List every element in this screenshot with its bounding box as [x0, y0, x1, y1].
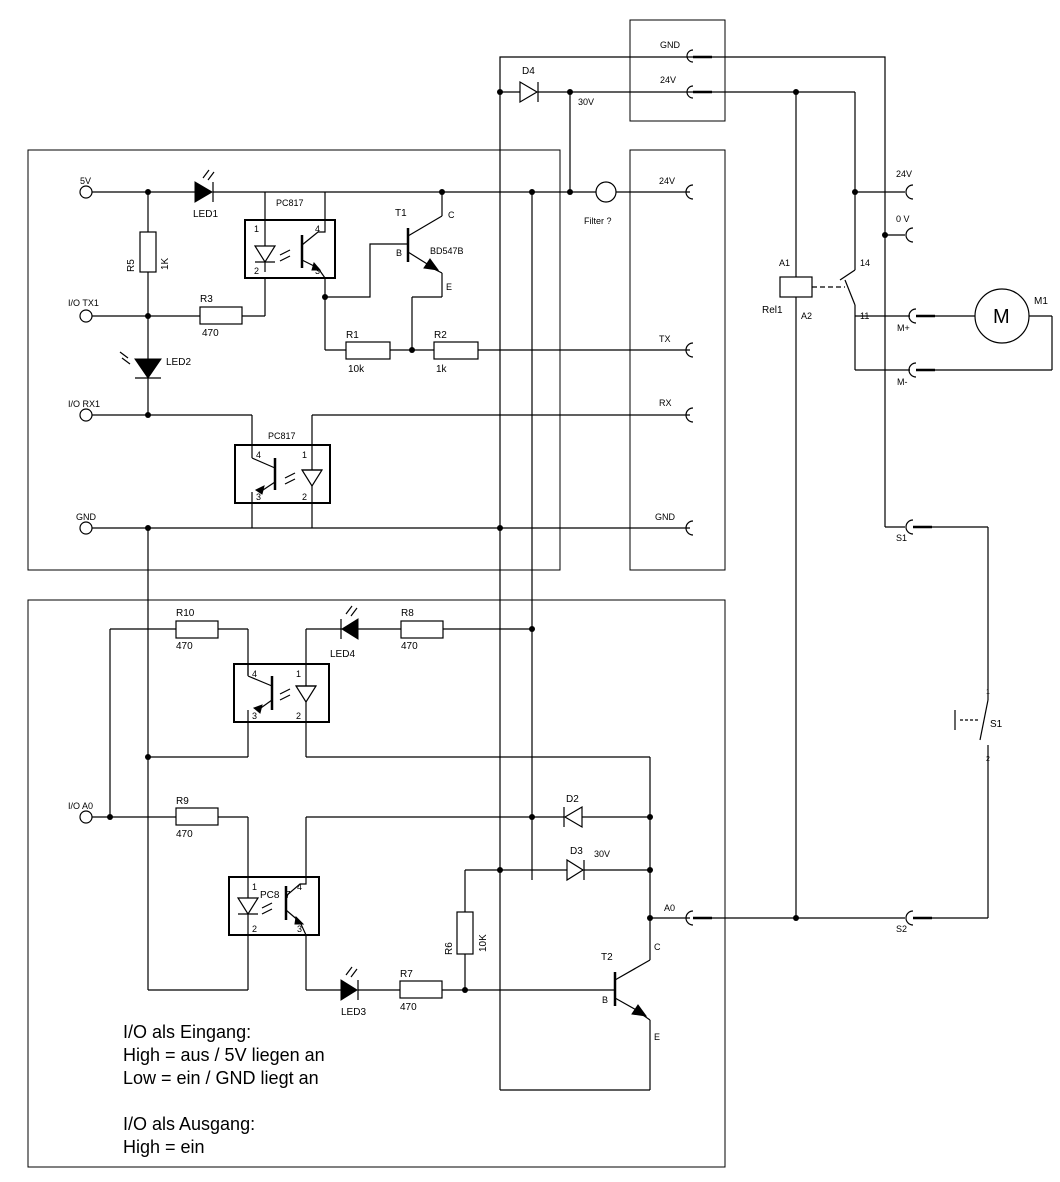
- tx-label: TX: [659, 334, 671, 344]
- pc817-b-label: PC817: [268, 431, 296, 441]
- pin11-label: 11: [860, 311, 869, 321]
- pc817b-pin3: 3: [256, 492, 261, 502]
- s2-terminal-label: S2: [896, 924, 907, 934]
- e1-label: E: [446, 282, 452, 292]
- v24-right-label: 24V: [896, 169, 912, 179]
- s1-pin2-label: 2: [986, 756, 990, 763]
- d3-label: D3: [570, 846, 583, 857]
- mplus-label: M+: [897, 323, 910, 333]
- v30-bot-label: 30V: [594, 849, 610, 859]
- note-line-3: Low = ein / GND liegt an: [123, 1068, 319, 1088]
- r10-value: 470: [176, 641, 193, 652]
- r6-value: 10K: [478, 934, 489, 952]
- opto-c-pin3: 3: [252, 711, 257, 721]
- v5-label: 5V: [80, 176, 91, 186]
- r2-value: 1k: [436, 364, 448, 375]
- s1-terminal-label: S1: [896, 533, 907, 543]
- motor-symbol-label: M: [993, 306, 1010, 328]
- r2-label: R2: [434, 330, 447, 341]
- io-tx1-label: I/O TX1: [68, 298, 99, 308]
- led4-label: LED4: [330, 649, 355, 660]
- bd547b-label: BD547B: [430, 246, 464, 256]
- r3-value: 470: [202, 328, 219, 339]
- r6-label: R6: [444, 942, 455, 955]
- io-a0-label: I/O A0: [68, 801, 93, 811]
- a0-label: A0: [664, 903, 675, 913]
- v24-mid-label: 24V: [659, 176, 675, 186]
- pin14-label: 14: [860, 258, 870, 268]
- b2-label: B: [602, 995, 608, 1005]
- pc817a-pin2: 2: [254, 266, 259, 276]
- gnd-left-label: GND: [76, 512, 97, 522]
- r9-label: R9: [176, 796, 189, 807]
- note-line-5: I/O als Ausgang:: [123, 1114, 255, 1134]
- rx-label: RX: [659, 398, 672, 408]
- opto-d-pin1: 1: [252, 882, 257, 892]
- m1-label: M1: [1034, 296, 1048, 307]
- opto-d-pin4: 4: [297, 882, 302, 892]
- b1-label: B: [396, 248, 402, 258]
- gnd-right-label: GND: [655, 512, 676, 522]
- e2-label: E: [654, 1032, 660, 1042]
- v24-top-label: 24V: [660, 75, 676, 85]
- r5-value: 1K: [160, 257, 171, 270]
- s1-switch-label: S1: [990, 719, 1003, 730]
- mminus-label: M-: [897, 377, 908, 387]
- gnd-top-label: GND: [660, 40, 681, 50]
- serial-connector-box: [629, 149, 726, 571]
- r10-label: R10: [176, 608, 195, 619]
- pc817b-pin1: 1: [302, 450, 307, 460]
- led2-label: LED2: [166, 357, 191, 368]
- a1-label: A1: [779, 258, 790, 268]
- r5-label: R5: [126, 259, 137, 272]
- r8-label: R8: [401, 608, 414, 619]
- d2-label: D2: [566, 794, 579, 805]
- r1-label: R1: [346, 330, 359, 341]
- opto-c-pin2: 2: [296, 711, 301, 721]
- r9-value: 470: [176, 829, 193, 840]
- pc817a-pin1: 1: [254, 224, 259, 234]
- power-connector-box: [629, 19, 726, 122]
- note-line-6: High = ein: [123, 1137, 205, 1157]
- t1-label: T1: [395, 208, 407, 219]
- c2-label: C: [654, 942, 661, 952]
- serial-interface-board: [27, 149, 561, 571]
- pc817b-pin2: 2: [302, 492, 307, 502]
- v30-top-label: 30V: [578, 97, 594, 107]
- r7-label: R7: [400, 969, 413, 980]
- pc8-c7-label: 7: [285, 890, 291, 901]
- filter-label: Filter ?: [584, 216, 612, 226]
- pc817a-pin4: 4: [315, 224, 320, 234]
- io-interface-board: [27, 599, 726, 1168]
- pc8-c-label: PC8: [260, 890, 280, 901]
- v0-right-label: 0 V: [896, 214, 910, 224]
- pc817a-pin3: 3: [315, 266, 320, 276]
- note-line-1: I/O als Eingang:: [123, 1022, 251, 1042]
- opto-d-pin3: 3: [297, 924, 302, 934]
- pc817-a-label: PC817: [276, 198, 304, 208]
- r8-value: 470: [401, 641, 418, 652]
- rel1-label: Rel1: [762, 305, 783, 316]
- opto-c-pin4: 4: [252, 669, 257, 679]
- led3-label: LED3: [341, 1007, 366, 1018]
- opto-d-pin2: 2: [252, 924, 257, 934]
- note-line-2: High = aus / 5V liegen an: [123, 1045, 325, 1065]
- opto-c-pin1: 1: [296, 669, 301, 679]
- r3-label: R3: [200, 294, 213, 305]
- pc817b-pin4: 4: [256, 450, 261, 460]
- led1-label: LED1: [193, 209, 218, 220]
- a2-label: A2: [801, 311, 812, 321]
- d4-label: D4: [522, 66, 535, 77]
- io-rx1-label: I/O RX1: [68, 399, 100, 409]
- r7-value: 470: [400, 1002, 417, 1013]
- r1-value: 10k: [348, 364, 365, 375]
- t2-label: T2: [601, 952, 613, 963]
- c1-label: C: [448, 210, 455, 220]
- s1-pin1-label: 1: [986, 689, 990, 696]
